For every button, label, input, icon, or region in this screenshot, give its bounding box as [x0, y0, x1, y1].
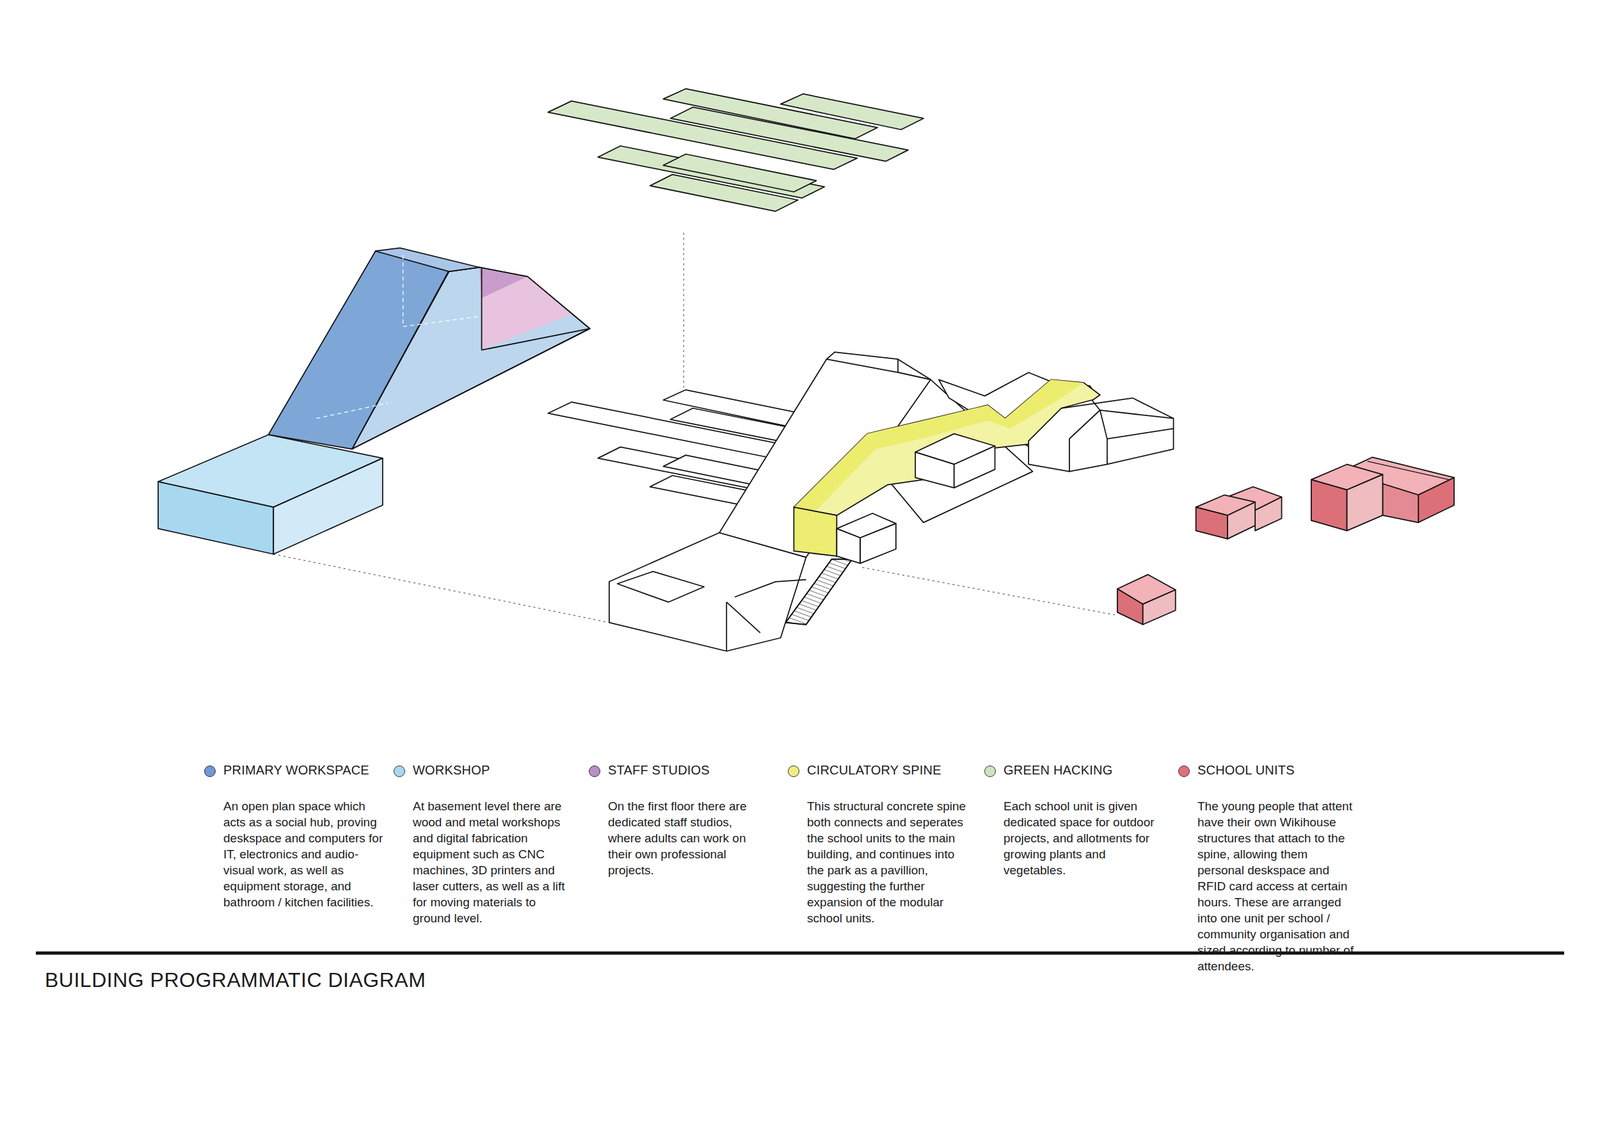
legend-heading: WORKSHOP — [412, 762, 491, 778]
legend-heading: CIRCULATORY SPINE — [807, 762, 942, 778]
legend-swatch — [204, 765, 216, 777]
green-strips — [547, 88, 924, 212]
legend-heading: SCHOOL UNITS — [1197, 762, 1295, 778]
legend-swatch — [588, 765, 601, 777]
legend-swatch — [1178, 765, 1190, 777]
legend-description: On the first floor there are dedicated s… — [608, 798, 768, 879]
legend-description: At basement level there are wood and met… — [412, 798, 573, 927]
legend-swatch — [787, 765, 800, 777]
legend-swatch — [984, 765, 996, 777]
legend-heading: STAFF STUDIOS — [608, 762, 710, 778]
legend-description: An open plan space which acts as a socia… — [223, 798, 384, 911]
diagram-title: BUILDING PROGRAMMATIC DIAGRAM — [44, 966, 426, 994]
legend-heading: GREEN HACKING — [1003, 762, 1113, 778]
blue-building — [158, 247, 590, 554]
legend-description: This structural concrete spine both conn… — [807, 798, 968, 927]
legend-description: The young people that attent have their … — [1197, 798, 1358, 975]
legend-swatch — [393, 765, 406, 777]
legend-description: Each school unit is given dedicated spac… — [1003, 798, 1164, 879]
pavilion-boxes — [836, 398, 1174, 564]
school-units — [1117, 456, 1455, 624]
legend-heading: PRIMARY WORKSPACE — [223, 762, 370, 778]
